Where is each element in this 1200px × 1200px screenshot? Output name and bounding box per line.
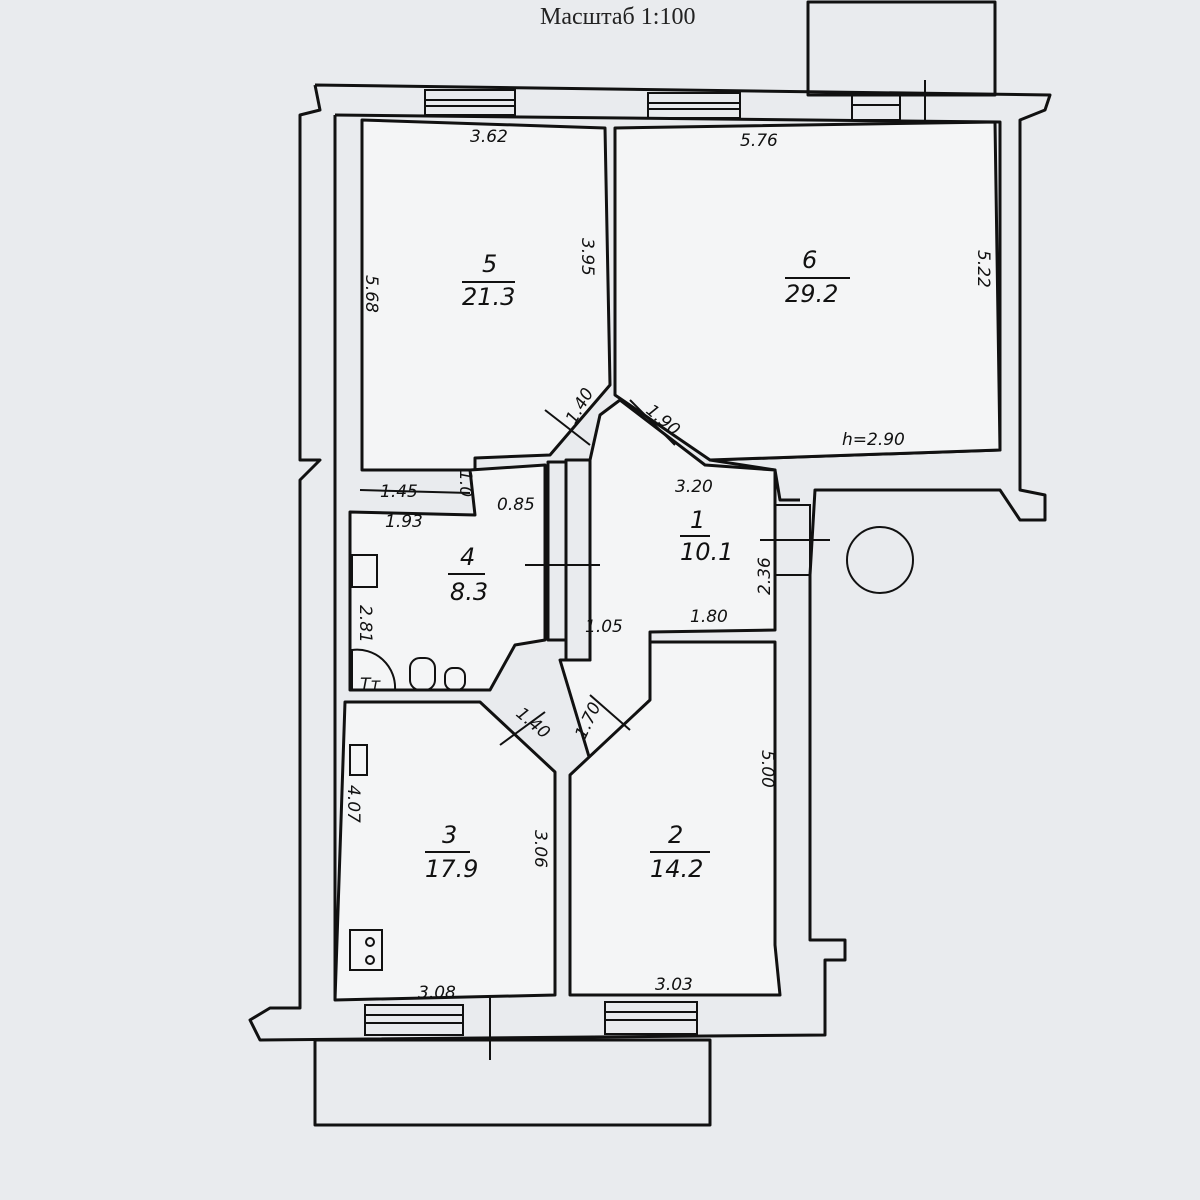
bathtub-icon [351,648,397,691]
bidet-icon [444,667,466,691]
svg-text:h=2.90: h=2.90 [842,430,905,450]
svg-text:1.80: 1.80 [690,607,728,627]
sink-icon [351,554,378,588]
fixture-label: Tт [360,675,381,695]
svg-text:3.95: 3.95 [577,238,597,276]
svg-text:5: 5 [482,250,497,278]
svg-text:10.1: 10.1 [680,538,733,566]
svg-text:1: 1 [690,506,705,534]
svg-text:1.45: 1.45 [380,482,418,502]
svg-text:2: 2 [668,821,683,849]
svg-text:3.20: 3.20 [675,477,713,497]
svg-text:1.93: 1.93 [385,512,423,532]
ventilation-shaft [564,458,592,662]
scale-title: Масштаб 1:100 [540,4,695,30]
svg-text:21.3: 21.3 [462,283,515,311]
svg-text:5.00: 5.00 [757,750,777,788]
stairwell-circle [846,526,914,594]
svg-text:5.76: 5.76 [740,131,778,151]
room-2 [568,640,782,997]
svg-text:29.2: 29.2 [785,280,838,308]
outer-wall [248,83,1052,1042]
svg-text:8.3: 8.3 [450,578,488,606]
svg-text:5.68: 5.68 [361,275,381,313]
svg-text:5.22: 5.22 [973,250,993,288]
svg-text:4.07: 4.07 [343,785,363,823]
svg-text:4: 4 [460,543,475,571]
svg-text:2.36: 2.36 [755,557,775,595]
top-balcony [806,0,997,97]
svg-text:1.05: 1.05 [585,617,623,637]
toilet-icon [409,657,436,691]
room-6 [613,120,1002,462]
svg-text:3.06: 3.06 [530,830,550,868]
bottom-balcony [313,1038,712,1127]
svg-text:2.81: 2.81 [355,605,375,643]
room-labels: 5 21.3 6 29.2 1 10.1 4 8.3 3 17.9 2 14.2 [425,246,850,883]
svg-text:6: 6 [802,246,817,274]
svg-text:3: 3 [442,821,457,849]
duct [546,460,568,642]
kitchen-sink-icon [349,744,368,776]
svg-text:3.62: 3.62 [470,127,508,147]
svg-text:14.2: 14.2 [650,855,703,883]
svg-text:3.03: 3.03 [655,975,693,995]
svg-text:3.08: 3.08 [418,983,456,1003]
room-5 [360,118,612,472]
stove-icon [349,929,383,971]
room-4 [348,463,547,692]
windows [364,80,926,1060]
svg-text:0.85: 0.85 [497,495,535,515]
svg-text:1.0: 1.0 [455,470,475,497]
svg-text:17.9: 17.9 [425,855,478,883]
